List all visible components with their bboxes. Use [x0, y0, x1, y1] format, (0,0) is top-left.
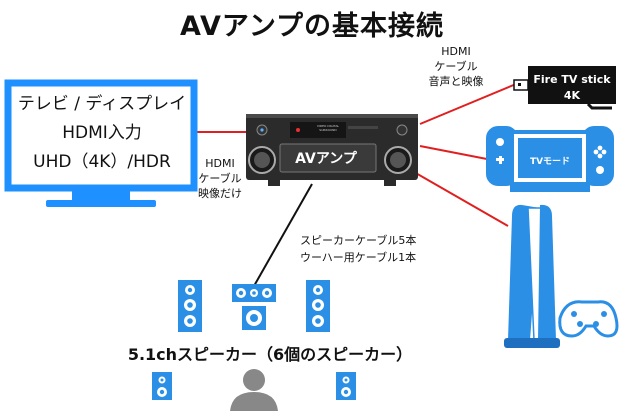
ps5-controller-icon	[558, 300, 619, 338]
fire-tv-line2: 4K	[563, 89, 581, 102]
tv-label-line1: テレビ / ディスプレイ	[17, 94, 187, 114]
speaker-cable-label: スピーカーケーブル5本 ウーハー用ケーブル1本	[300, 232, 416, 266]
amp-panel-line2: SURROUND	[319, 128, 337, 132]
hdmi-left-line3: 映像だけ	[198, 187, 242, 200]
surround-left-speaker-icon	[152, 372, 172, 400]
surround-right-speaker-icon	[336, 372, 356, 400]
av-amp-label: AVアンプ	[295, 151, 357, 167]
speaker-cable-line2: ウーハー用ケーブル1本	[300, 251, 417, 264]
amp-panel-line1: VIDEO DIGITAL	[316, 124, 340, 128]
front-right-speaker-icon	[306, 280, 330, 332]
tv-label-line2: HDMI入力	[62, 123, 142, 143]
nintendo-switch-icon	[486, 126, 614, 192]
amp-panel-text: VIDEO DIGITAL SURROUND	[314, 124, 342, 132]
speaker-cable-line1: スピーカーケーブル5本	[300, 234, 417, 247]
hdmi-cable-label-left: HDMI ケーブル 映像だけ	[190, 156, 250, 201]
tv-display-icon	[4, 79, 198, 207]
fire-tv-line1: Fire TV stick	[533, 73, 611, 86]
hdmi-cable-switch	[419, 145, 493, 161]
av-amplifier-icon	[246, 114, 418, 186]
hdmi-cable-firetv	[419, 83, 517, 125]
subwoofer-icon	[242, 306, 266, 330]
hdmi-top-line1: HDMI	[441, 45, 471, 58]
hdmi-top-line2: ケーブル	[434, 60, 478, 73]
fire-tv-stick-icon	[513, 66, 616, 110]
hdmi-cable-label-top: HDMI ケーブル 音声と映像	[418, 44, 494, 89]
ps5-console-icon	[504, 204, 560, 348]
switch-tv-mode-label: TVモード	[529, 157, 571, 167]
hdmi-left-line1: HDMI	[205, 157, 235, 170]
tv-label: テレビ / ディスプレイ HDMI入力 UHD（4K）/HDR	[14, 90, 190, 177]
hdmi-cable-ps5	[413, 171, 509, 227]
speaker-cable	[253, 183, 313, 287]
hdmi-left-line2: ケーブル	[198, 172, 242, 185]
listener-icon	[230, 369, 278, 411]
fire-tv-label: Fire TV stick 4K	[529, 72, 615, 104]
page-title: AVアンプの基本接続	[179, 11, 445, 42]
tv-label-line3: UHD（4K）/HDR	[33, 152, 171, 172]
center-speaker-icon	[232, 284, 276, 302]
front-left-speaker-icon	[178, 280, 202, 332]
speaker-system-label: 5.1chスピーカー（6個のスピーカー）	[127, 345, 413, 364]
hdmi-top-line3: 音声と映像	[428, 75, 484, 88]
